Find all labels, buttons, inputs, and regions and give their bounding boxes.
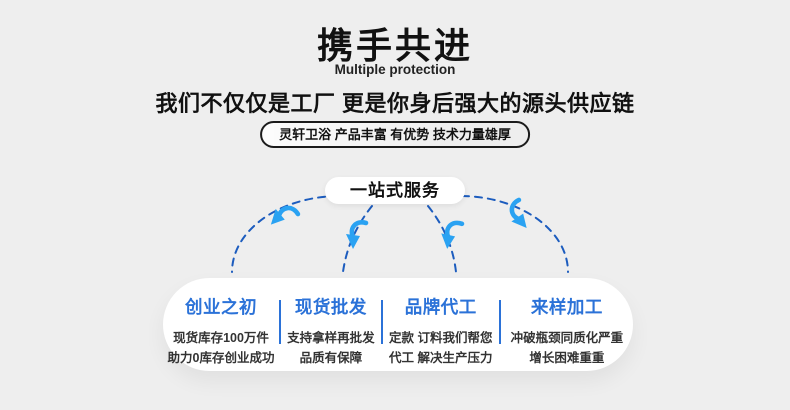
column-title: 现货批发 [294, 297, 367, 317]
column-title: 创业之初 [185, 297, 257, 317]
column-description: 定款 订料我们帮您 代工 解决生产压力 [389, 328, 492, 368]
column-line: 助力0库存创业成功 [167, 351, 275, 365]
curved-arrow-icon-1 [266, 200, 299, 233]
column-description: 现货库存100万件 助力0库存创业成功 [168, 328, 275, 368]
column-line: 定款 订料我们帮您 [389, 331, 493, 345]
column-divider [380, 299, 383, 344]
headline: 我们不仅仅是工厂 更是你身后强大的源头供应链 [155, 91, 635, 116]
page-title: 携手共进 [316, 25, 473, 66]
curved-arrow-icon-4 [504, 199, 537, 232]
dashed-arc-4 [461, 195, 569, 273]
page-subtitle: Multiple protection [334, 62, 456, 77]
column-description: 冲破瓶颈同质化严重 增长困难重重 [511, 328, 624, 368]
column-description: 支持拿样再批发 品质有保障 [287, 328, 375, 368]
column-line: 冲破瓶颈同质化严重 [510, 331, 624, 345]
brand-badge: 灵轩卫浴 产品丰富 有优势 技术力量雄厚 [260, 121, 530, 148]
column-divider [498, 299, 501, 344]
column-line: 品质有保障 [299, 351, 363, 365]
one-stop-service-pill: 一站式服务 [325, 177, 465, 204]
dashed-arc-1 [231, 195, 339, 273]
column-line: 现货库存100万件 [173, 331, 269, 345]
column-title: 品牌代工 [404, 297, 477, 317]
dashed-arc-2 [342, 205, 373, 273]
dashed-arc-3 [427, 205, 457, 273]
column-line: 支持拿样再批发 [287, 331, 375, 345]
service-column-custom: 来样加工 冲破瓶颈同质化严重 增长困难重重 [501, 278, 633, 371]
column-divider [279, 299, 281, 344]
column-line: 增长困难重重 [529, 351, 605, 365]
service-column-wholesale: 现货批发 支持拿样再批发 品质有保障 [281, 278, 381, 371]
service-panel: 创业之初 现货库存100万件 助力0库存创业成功 现货批发 支持拿样再批发 品质… [163, 278, 633, 371]
service-column-oem: 品牌代工 定款 订料我们帮您 代工 解决生产压力 [383, 278, 499, 371]
curved-arrow-icon-3 [440, 222, 462, 250]
service-column-startup: 创业之初 现货库存100万件 助力0库存创业成功 [163, 278, 279, 371]
curved-arrow-icon-2 [346, 222, 366, 249]
column-line: 代工 解决生产压力 [389, 351, 493, 365]
column-title: 来样加工 [530, 297, 603, 317]
